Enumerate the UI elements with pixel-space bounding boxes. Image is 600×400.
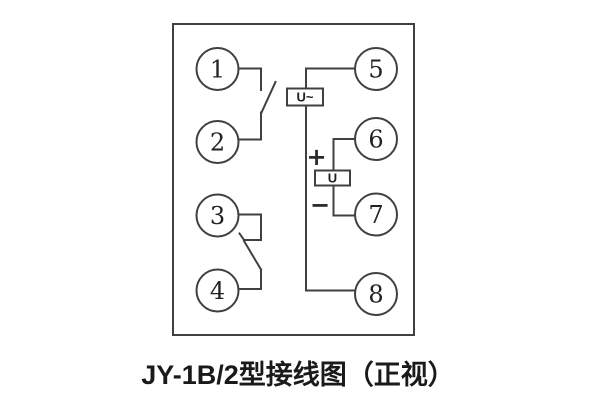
wire-terminal1-fixed-contact [237, 67, 262, 91]
ac-voltage-label: U~ [297, 90, 314, 105]
terminal-8-circle [354, 272, 398, 316]
dc-voltage-label: U [328, 171, 337, 186]
terminal-3-circle [195, 193, 240, 238]
dc-voltage-element: U [314, 169, 351, 187]
plus-sign: + [306, 143, 326, 171]
terminal-4-circle [195, 268, 240, 313]
wire-terminal4-lead [237, 268, 262, 290]
terminal-4-label: 4 [210, 277, 225, 305]
wire-terminal3-fixed-contact [237, 213, 262, 241]
terminal-7: 7 [354, 192, 398, 237]
terminal-2-label: 2 [210, 129, 225, 157]
terminal-1-label: 1 [210, 56, 225, 84]
terminal-5: 5 [354, 47, 398, 91]
minus-sign: − [310, 191, 330, 219]
terminal-6-circle [354, 117, 398, 161]
wire-terminal2-lead [237, 111, 262, 141]
contact-arrow-tick-3-4 [238, 232, 246, 242]
terminal-2-circle [195, 120, 240, 164]
wire-terminal6-lead [332, 138, 357, 172]
terminal-5-label: 5 [368, 56, 383, 84]
diagram-caption: JY-1B/2型接线图（正视） [141, 360, 455, 390]
relay-case-outline [172, 23, 415, 336]
terminal-3-label: 3 [210, 202, 225, 230]
terminal-2: 2 [195, 120, 240, 164]
terminal-6-label: 6 [368, 126, 383, 154]
terminal-5-circle [354, 47, 398, 91]
terminal-7-circle [354, 192, 398, 237]
contact-blade-1-2 [260, 80, 277, 114]
contact-blade-3-4 [242, 239, 263, 271]
terminal-7-label: 7 [368, 201, 383, 229]
terminal-1-circle [195, 47, 240, 91]
ac-voltage-box [286, 87, 324, 107]
terminal-8-label: 8 [368, 281, 383, 309]
dc-voltage-box [314, 169, 351, 187]
terminal-8: 8 [354, 272, 398, 316]
wire-terminal5-to-terminal8-bus [305, 67, 357, 292]
terminal-4: 4 [195, 268, 240, 313]
terminal-3: 3 [195, 193, 240, 238]
wire-terminal7-lead [332, 184, 357, 217]
terminal-1: 1 [195, 47, 240, 91]
terminal-6: 6 [354, 117, 398, 161]
ac-voltage-element: U~ [286, 87, 324, 107]
